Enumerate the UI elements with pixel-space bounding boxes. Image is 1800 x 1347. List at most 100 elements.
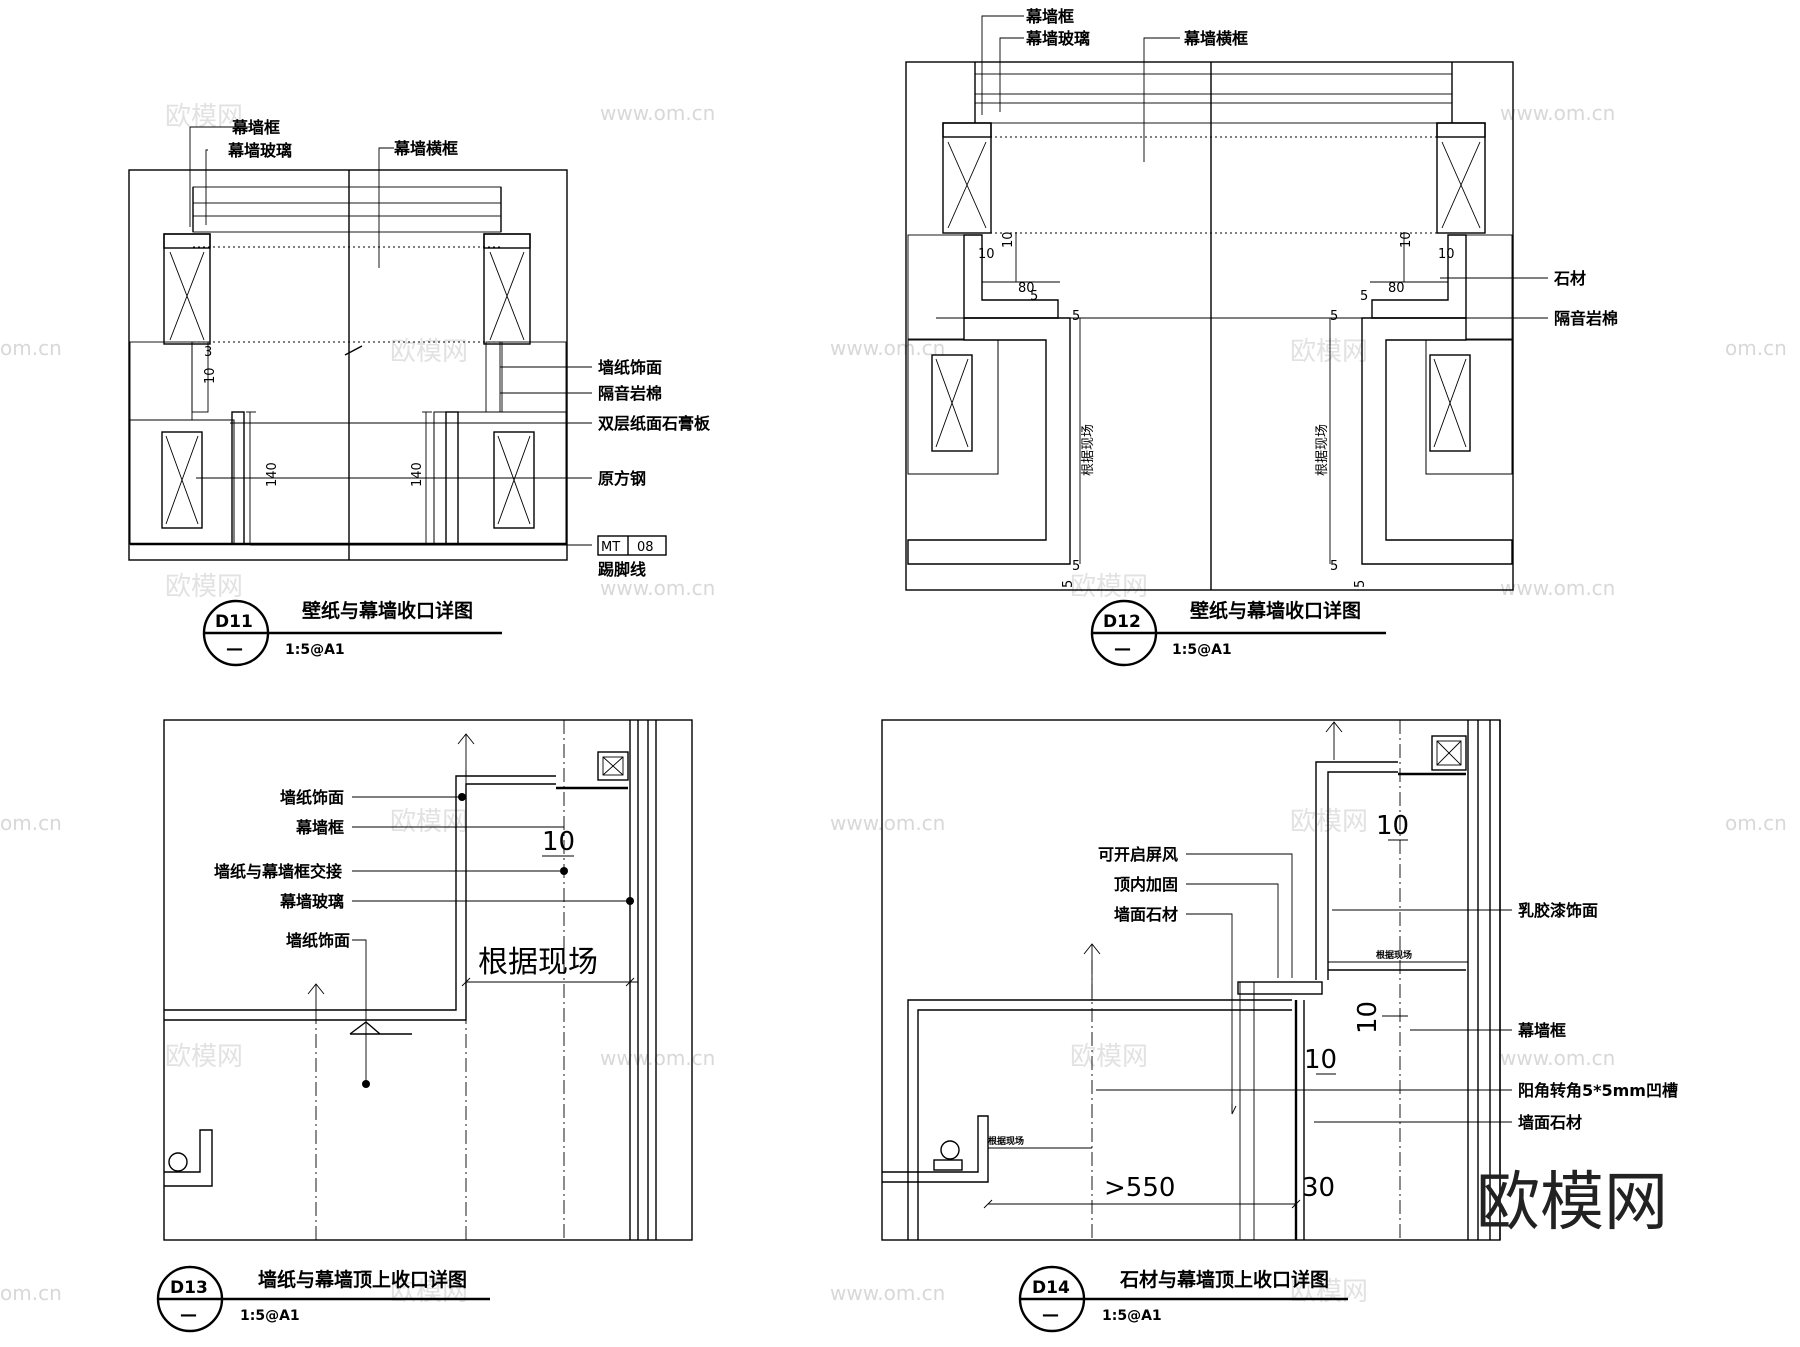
d14-dim: 10 <box>1353 1001 1383 1034</box>
d14-dim-min: >550 <box>1104 1173 1175 1203</box>
d14-title: 石材与幕墙顶上收口详图 <box>1119 1268 1329 1291</box>
d11-mullion-left <box>163 233 211 345</box>
watermark-text: 欧模网 <box>1290 1277 1368 1307</box>
d14-outline <box>881 719 1501 1241</box>
watermark-text: 欧模网 <box>390 807 468 837</box>
brand-watermark: 欧模网 <box>1476 1166 1668 1240</box>
d11-label: 踢脚线 <box>598 560 646 579</box>
d12-code: D12 <box>1103 612 1141 632</box>
d11-label: 原方钢 <box>598 469 646 488</box>
d11-label: 隔音岩棉 <box>598 384 662 403</box>
d12-dim: 80 <box>1018 281 1035 296</box>
d14-dim-site: 根据现场 <box>988 1135 1024 1147</box>
d13-label: 墙纸与幕墙框交接 <box>214 862 342 881</box>
watermark-text: om.cn <box>1725 811 1787 835</box>
d12-outline <box>905 61 1514 591</box>
d11-label: 幕墙框 <box>231 118 280 137</box>
d13-dim-gap: 10 <box>542 827 575 857</box>
d14-label: 幕墙框 <box>1517 1021 1566 1040</box>
d14-dim: 10 <box>1376 811 1409 841</box>
d12-code-sub: — <box>1114 639 1131 659</box>
d11-steel-right <box>493 431 535 529</box>
watermark-text: 欧模网 <box>1070 572 1148 602</box>
watermark-text: www.om.cn <box>1500 576 1615 600</box>
d14-frame-box <box>1431 735 1467 771</box>
watermark-text: 欧模网 <box>390 1277 468 1307</box>
d12-dim: 10 <box>978 247 995 262</box>
d14-label: 顶内加固 <box>1114 875 1178 894</box>
d12-brick-right <box>1465 234 1513 340</box>
d13-dim-site: 根据现场 <box>478 945 598 980</box>
d14-label: 墙面石材 <box>1114 905 1178 924</box>
watermark-text: www.om.cn <box>830 1281 945 1305</box>
d12-label: 石材 <box>1553 269 1586 288</box>
d14-dim-site: 根据现场 <box>1376 949 1412 961</box>
watermark-text: www.om.cn <box>600 101 715 125</box>
d11-label: 双层纸面石膏板 <box>598 414 711 433</box>
d12-glass-band <box>974 102 1453 124</box>
d11-brick-left <box>129 341 193 421</box>
d12-dim: 10 <box>1399 231 1414 248</box>
watermark-text: om.cn <box>0 1281 62 1305</box>
d12-label: 隔音岩棉 <box>1554 309 1618 328</box>
d13-label: 墙纸饰面 <box>286 931 350 950</box>
d14-dim: 10 <box>1304 1045 1337 1075</box>
d11-code: D11 <box>215 612 253 632</box>
d11-dim-height: 140 <box>265 462 280 487</box>
watermark-text: www.om.cn <box>1500 101 1615 125</box>
d13-outline <box>163 719 693 1241</box>
watermark-text: om.cn <box>0 336 62 360</box>
d12-brick-left <box>907 234 965 340</box>
d12-mullion-left <box>942 122 992 234</box>
watermark-text: 欧模网 <box>1290 337 1368 367</box>
detail-d13: 根据现场 10 墙纸饰面 幕墙框 墙纸与幕墙框交接 幕墙玻璃 墙纸饰面 D13 … <box>156 719 693 1333</box>
d11-dim: 3 <box>204 345 212 360</box>
watermark-text: om.cn <box>1725 336 1787 360</box>
d11-glass-band <box>192 186 502 204</box>
d14-label: 阳角转角5*5mm凹槽 <box>1518 1081 1678 1100</box>
d12-label: 幕墙玻璃 <box>1025 29 1090 48</box>
d11-label: 幕墙玻璃 <box>227 141 292 160</box>
d11-label: 幕墙横框 <box>393 139 458 158</box>
d13-code-sub: — <box>180 1305 197 1325</box>
d14-label: 可开启屏风 <box>1098 845 1178 864</box>
d12-dim: 5 <box>1330 309 1338 324</box>
d12-glass-band <box>974 73 1453 95</box>
d13-label: 幕墙框 <box>295 818 344 837</box>
watermark-text: om.cn <box>0 811 62 835</box>
d14-code: D14 <box>1032 1278 1070 1298</box>
d13-code: D13 <box>170 1278 208 1298</box>
d11-glass-band <box>192 215 502 233</box>
watermark-text: 欧模网 <box>165 572 243 602</box>
d11-code-sub: — <box>226 639 243 659</box>
d14-scale: 1:5@A1 <box>1102 1308 1162 1324</box>
d12-dim-site: 根据现场 <box>1315 424 1330 476</box>
d12-dim: 5 <box>1072 559 1080 574</box>
d13-title: 墙纸与幕墙顶上收口详图 <box>258 1268 467 1291</box>
detail-d14: 10 10 10 根据现场 根据现场 >550 30 可开启屏风 顶内加固 墙面… <box>881 719 1678 1333</box>
d11-dim-height: 140 <box>410 462 425 487</box>
d12-dim: 5 <box>1061 580 1076 588</box>
d13-label: 幕墙玻璃 <box>279 892 344 911</box>
d11-mullion-right <box>483 233 531 345</box>
d13-frame-box <box>597 751 629 781</box>
d11-rockwool <box>191 341 209 413</box>
d11-title: 壁纸与幕墙收口详图 <box>302 599 473 622</box>
d12-dim: 5 <box>1360 289 1368 304</box>
d11-label: 墙纸饰面 <box>598 358 662 377</box>
d11-material-tag <box>597 535 667 556</box>
d14-label: 乳胶漆饰面 <box>1518 901 1598 920</box>
d12-dim: 10 <box>1438 247 1455 262</box>
d11-outline <box>128 169 568 561</box>
watermark-text: 欧模网 <box>1070 1042 1148 1072</box>
d12-title: 壁纸与幕墙收口详图 <box>1190 599 1361 622</box>
d11-brick-right <box>499 341 567 413</box>
d11-dim: 10 <box>203 367 218 384</box>
d12-dim: 5 <box>1330 559 1338 574</box>
d12-dim: 5 <box>1072 309 1080 324</box>
watermark-text: 欧模网 <box>165 1042 243 1072</box>
d14-dim-thick: 30 <box>1302 1173 1335 1203</box>
watermark-text: www.om.cn <box>830 811 945 835</box>
d13-label: 墙纸饰面 <box>280 788 344 807</box>
